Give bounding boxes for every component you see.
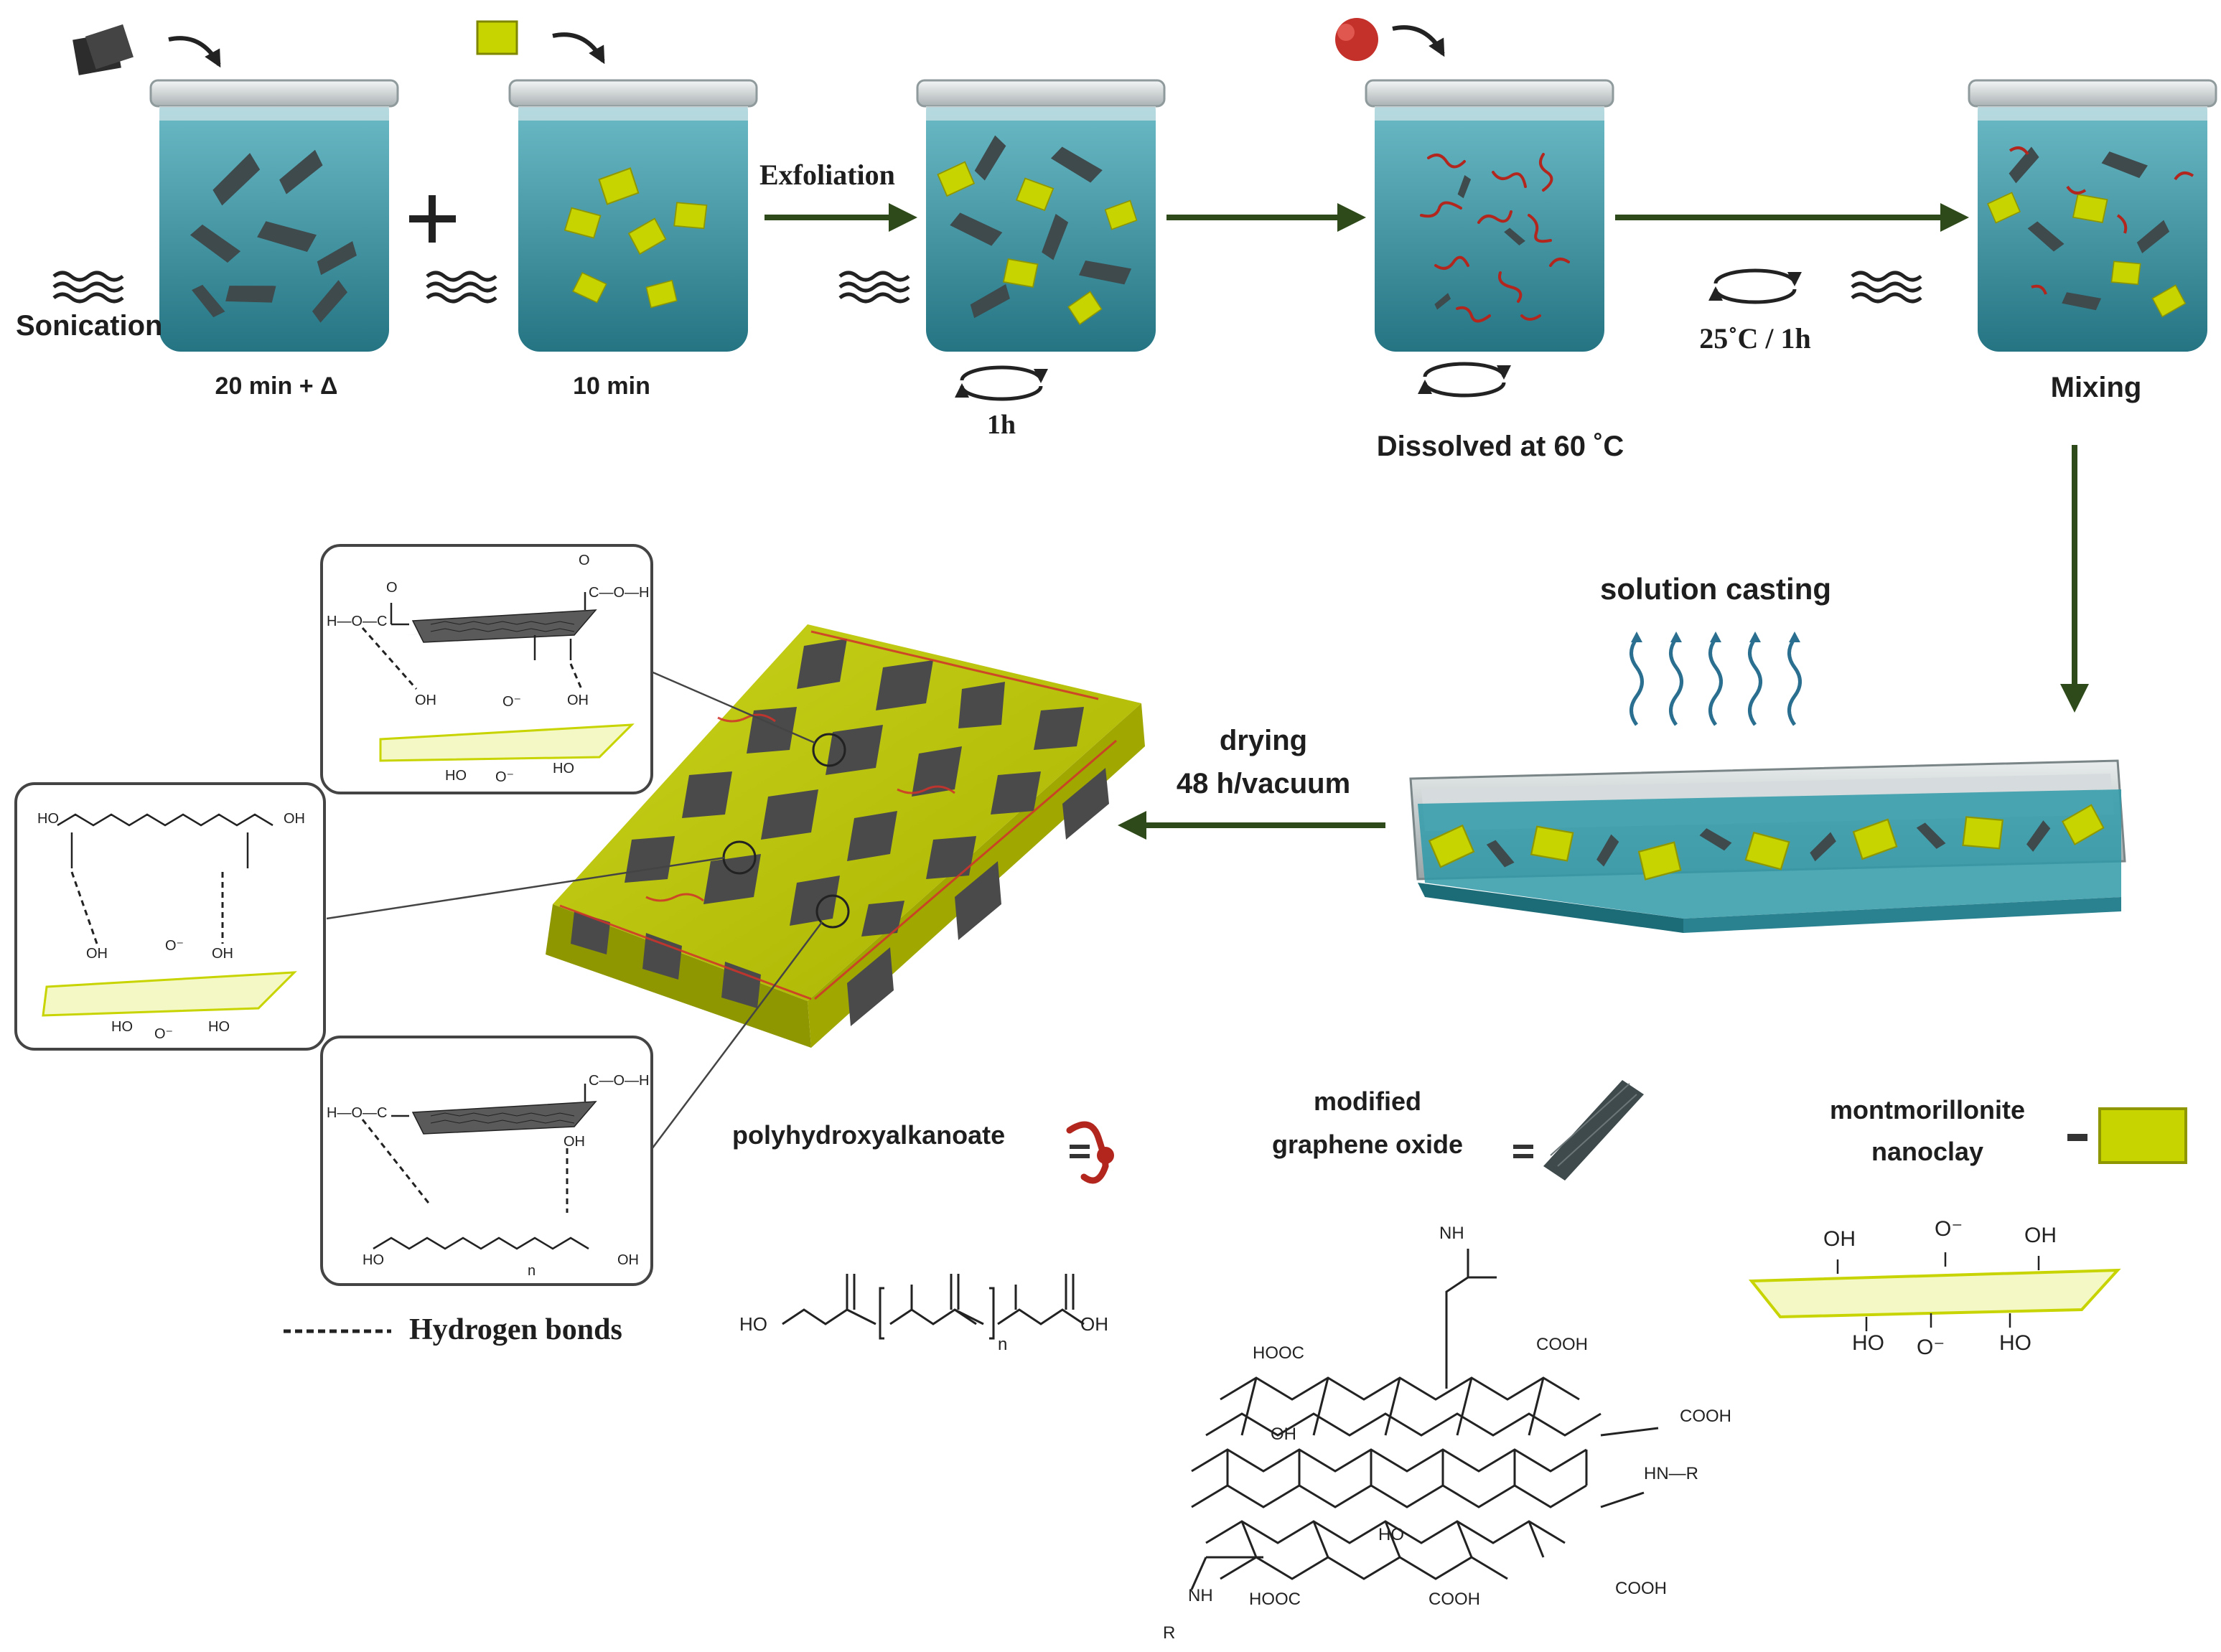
pha-structure	[782, 1274, 1085, 1340]
legend-equals	[1070, 1134, 2087, 1158]
inset1-o-a: O	[386, 580, 398, 596]
inset2-oh: OH	[284, 811, 305, 827]
inset1-ominus-b: O⁻	[495, 769, 515, 785]
label-drying: drying	[1219, 725, 1308, 756]
pha-ho: HO	[739, 1313, 767, 1335]
go-oh: OH	[1271, 1425, 1296, 1444]
label-drying-condition: 48 h/vacuum	[1176, 768, 1351, 799]
inset1-h-o-c: H—O—C	[327, 614, 388, 629]
label-step2-time: 10 min	[573, 372, 650, 400]
inset-go-clay	[320, 544, 653, 794]
mmt-oh-a: OH	[1823, 1227, 1856, 1251]
inset1-o-b: O	[579, 553, 590, 568]
inset-go-pha	[320, 1036, 653, 1286]
inset2-ominus: O⁻	[165, 938, 184, 954]
evaporation-arrowheads	[1631, 632, 1800, 642]
inset2-oh-a: OH	[86, 946, 108, 962]
go-nh-bottom: NH	[1188, 1586, 1213, 1605]
inset1-ho-a: HO	[445, 768, 467, 784]
stirring-icons	[955, 268, 1802, 401]
graphene-oxide-icon	[1543, 1080, 1644, 1181]
legend-go-line2: graphene oxide	[1271, 1130, 1464, 1159]
inset2-ominus-b: O⁻	[154, 1026, 174, 1042]
mmt-ominus-b: O⁻	[1917, 1336, 1945, 1359]
go-ho: HO	[1378, 1525, 1404, 1544]
pha-chain-icon	[1066, 1121, 1114, 1184]
label-exfoliation: Exfoliation	[759, 159, 895, 191]
legend-hydrogen-bonds: Hydrogen bonds	[409, 1313, 622, 1346]
go-hn-r: HN—R	[1644, 1464, 1698, 1483]
composite-film-slab	[546, 624, 1145, 1048]
evaporation-arrows	[1629, 637, 1802, 726]
mmt-ho-b: HO	[1999, 1331, 2031, 1355]
beaker-pha	[1365, 79, 1614, 352]
composite-mix	[1986, 144, 2194, 318]
zoom-connectors	[326, 670, 823, 1153]
legend-clay-line1: montmorillonite	[1830, 1095, 2025, 1125]
beaker-exfoliation	[916, 79, 1166, 352]
label-stir-condition: 25˚C / 1h	[1699, 322, 1811, 355]
legend-pha: polyhydroxyalkanoate	[732, 1120, 1006, 1150]
beaker-clay	[508, 79, 758, 352]
label-sonication: Sonication	[16, 310, 163, 342]
label-stir-1h: 1h	[986, 410, 1016, 440]
beaker-mixing	[1968, 79, 2217, 352]
nanoclay-icon	[2098, 1107, 2187, 1164]
inset3-oh: OH	[564, 1134, 585, 1150]
label-step1-time: 20 min + Δ	[215, 372, 338, 400]
label-mixing: Mixing	[2050, 372, 2142, 403]
legend-go-line1: modified	[1314, 1087, 1421, 1116]
go-cooh-right: COOH	[1680, 1407, 1731, 1426]
casting-tray	[1409, 759, 2126, 933]
graphene-powder	[73, 24, 221, 75]
pha-powder	[1335, 18, 1445, 61]
sonication-wave-icons	[52, 271, 1922, 304]
inset3-c-o-h: C—O—H	[589, 1073, 650, 1089]
inset1-oh-a: OH	[415, 693, 436, 708]
inset1-oh-b: OH	[567, 693, 589, 708]
slab-pha-strands	[559, 630, 1117, 1000]
mmt-ominus: O⁻	[1935, 1217, 1963, 1241]
zoom-circle-1	[812, 733, 846, 767]
go-cooh-bottom: COOH	[1429, 1590, 1480, 1609]
pha-oh: OH	[1080, 1313, 1108, 1335]
mmt-ho-a: HO	[1852, 1331, 1884, 1355]
beaker-sonication	[149, 79, 399, 352]
inset-pha-clay	[14, 782, 326, 1051]
go-r-bottom: R	[1163, 1623, 1176, 1643]
go-nh-top: NH	[1439, 1224, 1464, 1243]
montmorillonite-bonds	[1836, 1252, 2040, 1331]
inset2-ho-a: HO	[111, 1019, 133, 1035]
zoom-circle-3	[815, 894, 850, 929]
inset2-ho-b: HO	[208, 1019, 230, 1035]
process-arrows	[765, 203, 2089, 840]
montmorillonite-structure	[1748, 1268, 2121, 1319]
pha-n: n	[998, 1335, 1008, 1354]
graphene-oxide-structure	[1190, 1249, 1659, 1590]
inset1-c-o-h: C—O—H	[589, 585, 650, 601]
inset3-h-o-c: H—O—C	[327, 1105, 388, 1121]
slab-graphene-patches	[571, 639, 1109, 1026]
go-cooh-top: COOH	[1536, 1335, 1588, 1354]
inset3-oh-b: OH	[617, 1252, 639, 1268]
inset2-ho: HO	[37, 811, 59, 827]
label-solution-casting: solution casting	[1599, 572, 1832, 606]
plus-icon	[409, 195, 456, 243]
pha-chains	[1420, 153, 1570, 323]
label-dissolved: Dissolved at 60 ˚C	[1376, 431, 1624, 462]
inset3-n: n	[528, 1263, 536, 1279]
inset1-ho-b: HO	[553, 761, 574, 776]
go-hooc-top: HOOC	[1253, 1343, 1304, 1363]
inset3-ho: HO	[363, 1252, 384, 1268]
clay-powder	[476, 20, 605, 65]
go-hooc-bottom: HOOC	[1249, 1590, 1301, 1609]
inset1-ominus: O⁻	[502, 694, 522, 710]
legend-clay-line2: nanoclay	[1871, 1137, 1984, 1166]
mmt-oh-b: OH	[2024, 1224, 2057, 1247]
inset2-oh-b: OH	[212, 946, 233, 962]
go-cooh-bottom-right: COOH	[1615, 1579, 1667, 1598]
